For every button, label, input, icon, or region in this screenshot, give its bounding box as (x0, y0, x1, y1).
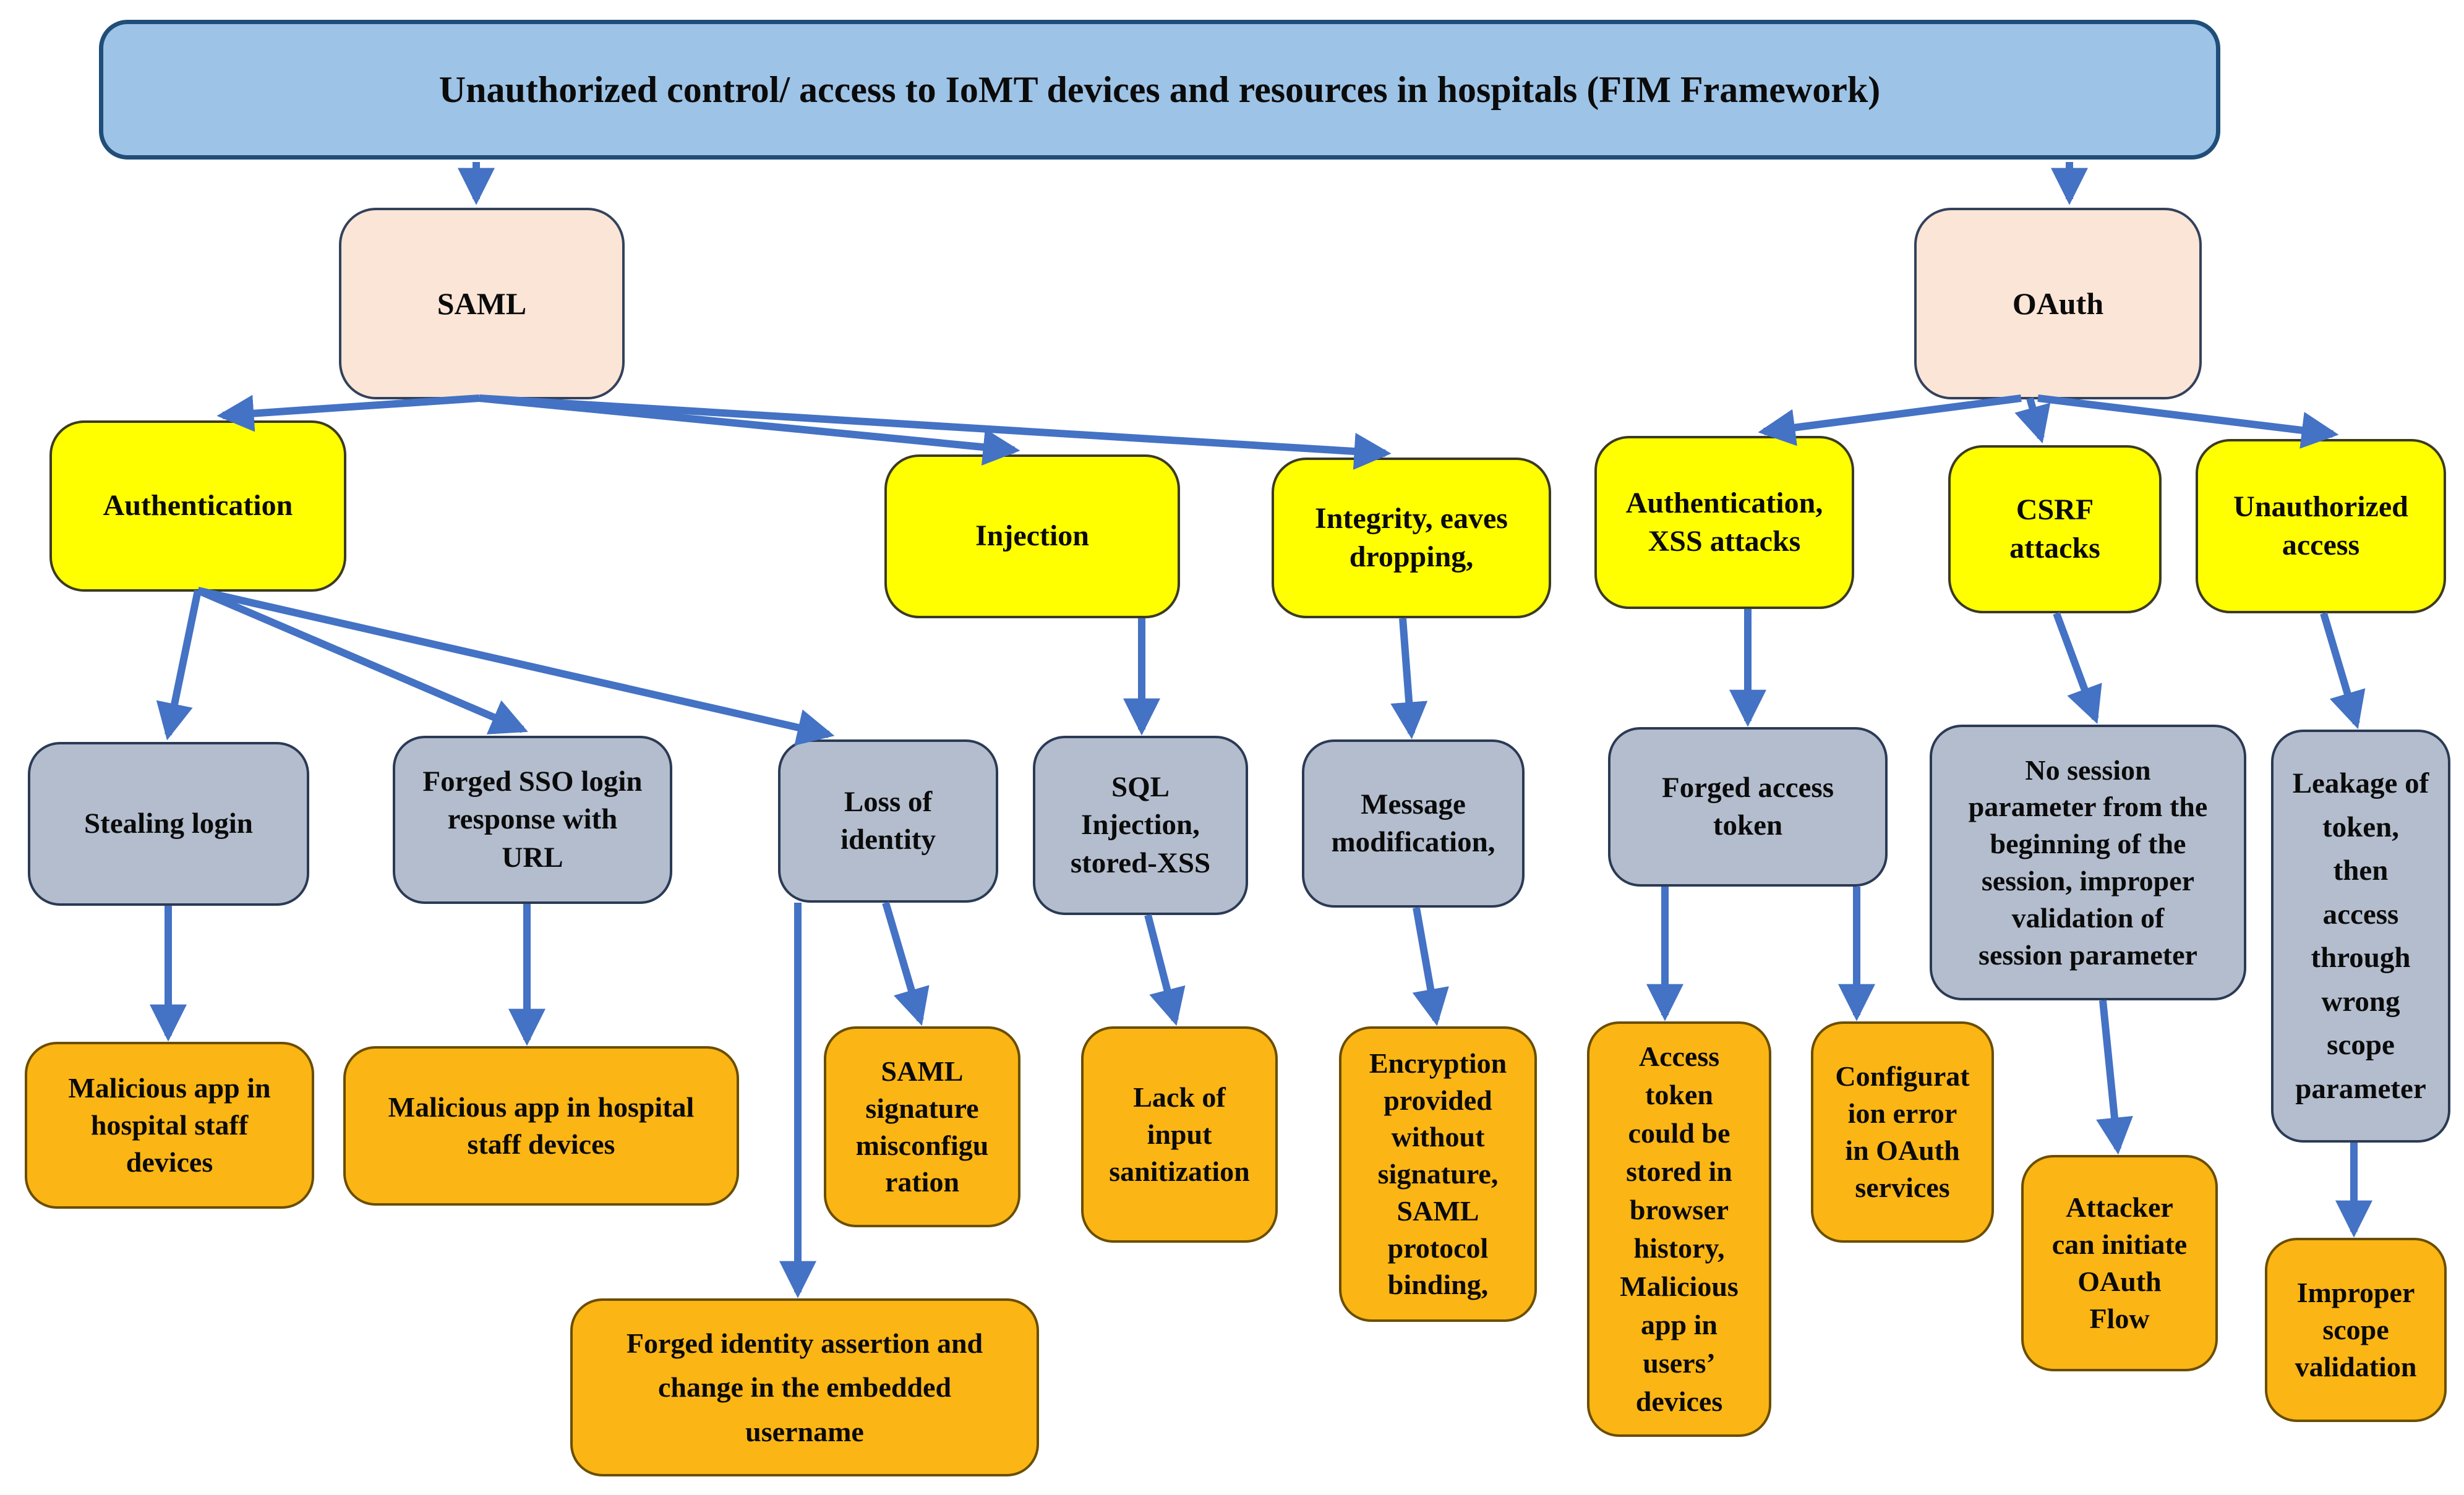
node-label: SQL Injection, stored-XSS (1070, 771, 1211, 879)
node-label: No session parameter from the beginning … (1968, 754, 2208, 971)
node-lack-of-input-sanitization: Lack of input sanitization (1081, 1026, 1278, 1243)
arrow-loss-identity-to-saml-sig (882, 901, 930, 1026)
node-leakage-of-token: Leakage of token, then access through wr… (2271, 730, 2450, 1143)
node-label: Forged identity assertion and change in … (626, 1327, 983, 1447)
node-integrity-eavesdropping: Integrity, eaves dropping, (1272, 458, 1551, 618)
node-access-token-browser-history: Access token could be stored in browser … (1587, 1021, 1771, 1437)
node-label: Leakage of token, then access through wr… (2292, 767, 2429, 1105)
node-message-modification: Message modification, (1302, 739, 1525, 908)
node-configuration-error-oauth: Configurat ion error in OAuth services (1811, 1021, 1994, 1243)
node-label: Integrity, eaves dropping, (1315, 501, 1508, 573)
node-attacker-initiate-oauth-flow: Attacker can initiate OAuth Flow (2021, 1155, 2218, 1371)
node-malicious-app-staff-devices-2: Malicious app in hospital staff devices (343, 1046, 739, 1206)
node-loss-of-identity: Loss of identity (778, 739, 998, 903)
arrow-saml-to-authentication (216, 394, 480, 432)
node-label: Configurat ion error in OAuth services (1835, 1060, 1970, 1203)
node-label: Forged SSO login response with URL (422, 765, 643, 874)
node-sql-injection-stored-xss: SQL Injection, stored-XSS (1033, 736, 1248, 915)
node-label: Access token could be stored in browser … (1620, 1040, 1739, 1418)
node-label: Loss of identity (840, 785, 936, 856)
arrow-saml-to-integrity (479, 394, 1392, 470)
node-label: Injection (975, 519, 1089, 553)
arrow-no-session-to-attacker (2096, 1000, 2133, 1155)
node-oauth: OAuth (1914, 208, 2202, 399)
arrow-saml-to-injection (479, 394, 1020, 466)
node-csrf-attacks: CSRF attacks (1948, 445, 2162, 613)
arrow-oauth-to-csrf (2014, 397, 2051, 444)
node-label: SAML (437, 286, 527, 321)
node-label: Message modification, (1331, 788, 1495, 858)
node-encryption-without-signature: Encryption provided without signature, S… (1339, 1026, 1537, 1322)
node-forged-sso-login-response: Forged SSO login response with URL (393, 736, 672, 904)
arrow-unauthorized-to-leakage (2320, 612, 2366, 730)
node-label: Malicious app in hospital staff devices (68, 1072, 271, 1178)
node-label: Authentication, XSS attacks (1625, 486, 1823, 558)
node-label: Lack of input sanitization (1109, 1081, 1250, 1187)
arrow-oauth-to-unauthorized (2037, 394, 2339, 449)
node-forged-access-token: Forged access token (1608, 727, 1888, 887)
arrow-csrf-to-no-session (2053, 611, 2102, 725)
arrow-message-mod-to-encryption (1412, 906, 1449, 1026)
node-saml-signature-misconfiguration: SAML signature misconfigu ration (824, 1026, 1020, 1227)
node-malicious-app-staff-devices-1: Malicious app in hospital staff devices (25, 1042, 314, 1209)
node-label: Authentication (103, 489, 293, 522)
node-label: Malicious app in hospital staff devices (388, 1091, 695, 1160)
node-label: CSRF attacks (2009, 493, 2100, 564)
node-forged-identity-assertion: Forged identity assertion and change in … (570, 1298, 1039, 1476)
node-label: Improper scope validation (2295, 1277, 2417, 1382)
node-improper-scope-validation: Improper scope validation (2265, 1238, 2447, 1422)
node-no-session-parameter: No session parameter from the beginning … (1930, 725, 2246, 1000)
node-authentication-xss-attacks: Authentication, XSS attacks (1594, 436, 1854, 609)
arrow-authentication-to-stealing (156, 589, 202, 741)
arrow-integrity-to-message-mod (1390, 618, 1428, 739)
node-label: Attacker can initiate OAuth Flow (2051, 1191, 2188, 1334)
node-label: Stealing login (84, 807, 253, 840)
arrow-authentication-to-forged-sso (196, 587, 528, 735)
node-authentication: Authentication (49, 420, 346, 592)
node-saml: SAML (339, 208, 625, 399)
node-stealing-login: Stealing login (28, 742, 309, 906)
arrow-authentication-to-loss-identity (197, 587, 835, 746)
node-label: Unauthorized control/ access to IoMT dev… (438, 69, 1881, 110)
node-label: SAML signature misconfigu ration (855, 1055, 989, 1198)
node-label: Unauthorized access (2233, 490, 2408, 561)
arrow-oauth-to-auth-xss (1758, 394, 2022, 446)
node-label: Forged access token (1662, 771, 1834, 841)
node-label: Encryption provided without signature, S… (1369, 1047, 1507, 1301)
node-injection: Injection (884, 454, 1180, 618)
node-label: OAuth (2012, 286, 2104, 321)
node-root-title: Unauthorized control/ access to IoMT dev… (99, 20, 2220, 160)
arrow-sql-xss-to-lack-input (1144, 914, 1186, 1026)
node-unauthorized-access: Unauthorized access (2196, 439, 2446, 613)
